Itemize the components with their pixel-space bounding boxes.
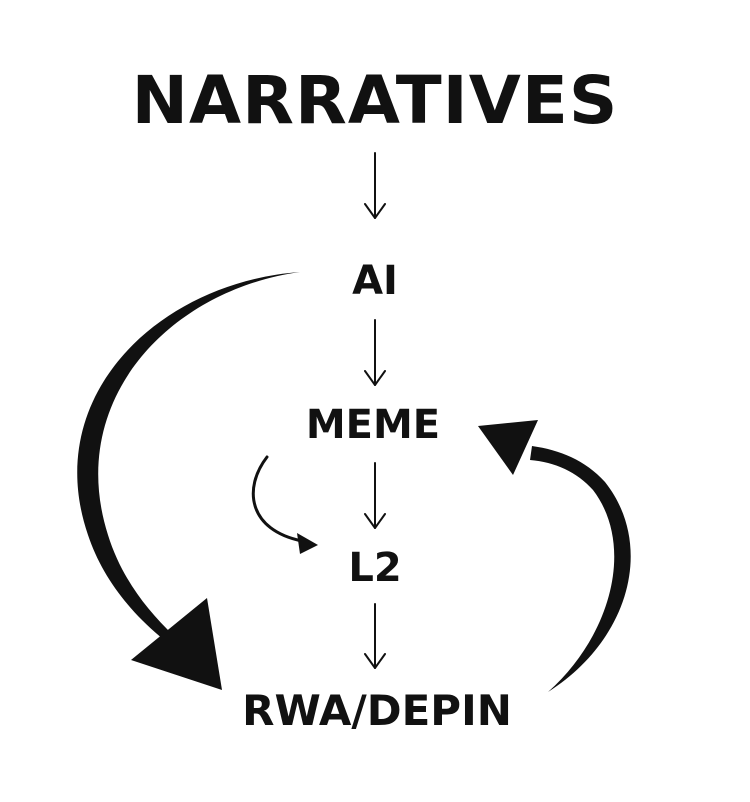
node-meme: MEME (305, 402, 441, 448)
arrow-meme-to-l2 (364, 462, 386, 529)
arrow-narratives-to-ai (364, 152, 386, 219)
node-l2: L2 (348, 545, 402, 591)
diagram-title: NARRATIVES (131, 62, 619, 139)
small-curved-arrow-meme-to-l2 (251, 455, 318, 554)
node-ai: AI (352, 258, 398, 304)
big-curved-arrow-ai-to-rwa-depin (77, 272, 300, 690)
node-rwa-depin: RWA/DEPIN (242, 686, 512, 735)
arrow-ai-to-meme (364, 319, 386, 386)
arrow-l2-to-rwa-depin (364, 603, 386, 669)
big-curved-arrow-rwa-depin-to-meme (478, 420, 631, 692)
